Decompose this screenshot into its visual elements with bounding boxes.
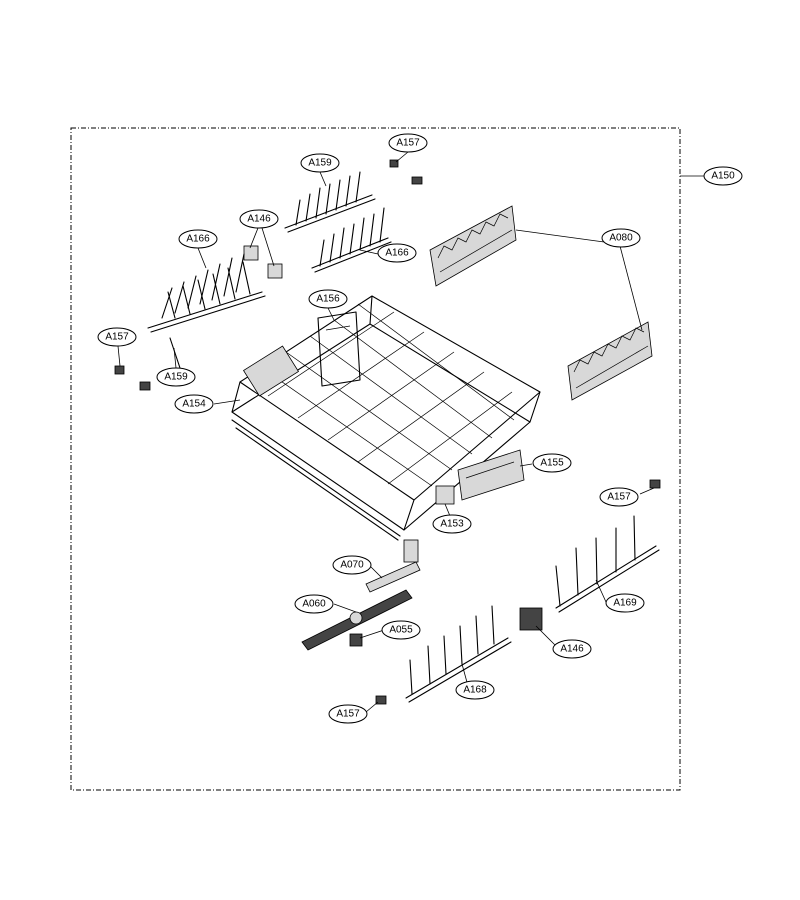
callout-a070: A070: [332, 555, 372, 575]
callout-a080: A080: [601, 228, 641, 248]
a146-bottom-leader: [535, 625, 557, 647]
assembly-border: [70, 127, 681, 791]
callout-a166-left: A166: [178, 229, 218, 249]
callout-a055: A055: [381, 620, 421, 640]
a155-leader: [519, 463, 533, 467]
callout-a157-left: A157: [97, 327, 137, 347]
svg-text:A154: A154: [182, 399, 206, 410]
svg-text:A150: A150: [711, 171, 735, 182]
callout-a157-bottom: A157: [328, 704, 368, 724]
callout-a169: A169: [605, 593, 645, 613]
svg-text:A166: A166: [186, 234, 210, 245]
tine-row-a166-right: [311, 207, 392, 273]
tine-row-a168: [405, 605, 512, 703]
svg-text:A080: A080: [609, 233, 633, 244]
a080-leader-upper: [515, 229, 605, 243]
tine-row-a169: [555, 515, 660, 613]
callout-a168: A168: [455, 680, 495, 700]
clip-part-bottom: [375, 695, 387, 705]
a166-left-leader: [197, 247, 207, 269]
svg-text:A157: A157: [336, 709, 360, 720]
svg-text:A153: A153: [440, 519, 464, 530]
adjuster-a155: [457, 449, 525, 501]
rail-a159-left: [169, 337, 181, 369]
a156-leader: [327, 307, 335, 321]
clip-part-a146-top: [243, 245, 283, 279]
clip-part-left: [114, 365, 151, 391]
svg-text:A169: A169: [613, 598, 637, 609]
callout-a146-top: A146: [239, 209, 279, 229]
a080-leader-lower: [619, 245, 643, 331]
callout-a159-left: A159: [156, 367, 196, 387]
clip-part-a146-bottom: [519, 607, 543, 631]
svg-text:A070: A070: [340, 560, 364, 571]
callout-a150: A150: [703, 166, 743, 186]
tine-row-a166-left: [147, 253, 266, 333]
a166-right-leader: [359, 249, 379, 255]
a153-leader: [444, 503, 451, 517]
a169-leader: [595, 579, 607, 603]
a060-leader: [333, 603, 357, 613]
a146-top-leader-2: [261, 227, 275, 267]
svg-text:A156: A156: [316, 294, 340, 305]
callout-a159-top: A159: [300, 153, 340, 173]
svg-text:A159: A159: [164, 372, 188, 383]
svg-text:A155: A155: [540, 458, 564, 469]
a157-bottom-leader: [365, 701, 379, 713]
svg-text:A157: A157: [105, 332, 129, 343]
a157-left-leader: [117, 345, 121, 367]
callout-a157-right: A157: [599, 487, 639, 507]
clip-part-right: [649, 479, 661, 489]
svg-text:A157: A157: [607, 492, 631, 503]
a157-top-leader: [395, 151, 409, 163]
svg-text:A060: A060: [302, 599, 326, 610]
a154-leader: [213, 399, 241, 405]
nut-a055: [349, 633, 363, 647]
svg-text:A166: A166: [385, 248, 409, 259]
svg-text:A168: A168: [463, 685, 487, 696]
a159-top-leader: [319, 171, 327, 187]
svg-text:A146: A146: [560, 644, 584, 655]
adjuster-a153: [435, 485, 455, 505]
svg-text:A159: A159: [308, 158, 332, 169]
a157-right-leader: [639, 487, 655, 495]
a070-leader: [369, 565, 383, 579]
callout-a166-top-right: A166: [377, 243, 417, 263]
svg-text:A157: A157: [396, 138, 420, 149]
callout-a153: A153: [432, 514, 472, 534]
a159-left-leader: [173, 347, 177, 369]
a146-top-leader-1: [249, 227, 259, 249]
bracket-a156: [317, 311, 361, 387]
tine-row-a159-top: [284, 171, 376, 233]
spray-arm-a060: [301, 589, 413, 651]
callout-a155: A155: [532, 453, 572, 473]
callout-a157-top: A157: [388, 133, 428, 153]
cup-shelf-lower: [567, 321, 653, 401]
svg-text:A146: A146: [247, 214, 271, 225]
a055-leader: [359, 629, 385, 639]
cup-shelf-upper: [429, 205, 517, 287]
callout-a156: A156: [308, 289, 348, 309]
callout-a154: A154: [174, 394, 214, 414]
svg-text:A055: A055: [389, 625, 413, 636]
callout-a146-bottom: A146: [552, 639, 592, 659]
callout-a060: A060: [294, 594, 334, 614]
clip-part-top: [389, 159, 423, 185]
upper-rack-basket: [231, 295, 541, 541]
spray-arm-hub-a070: [365, 539, 421, 593]
